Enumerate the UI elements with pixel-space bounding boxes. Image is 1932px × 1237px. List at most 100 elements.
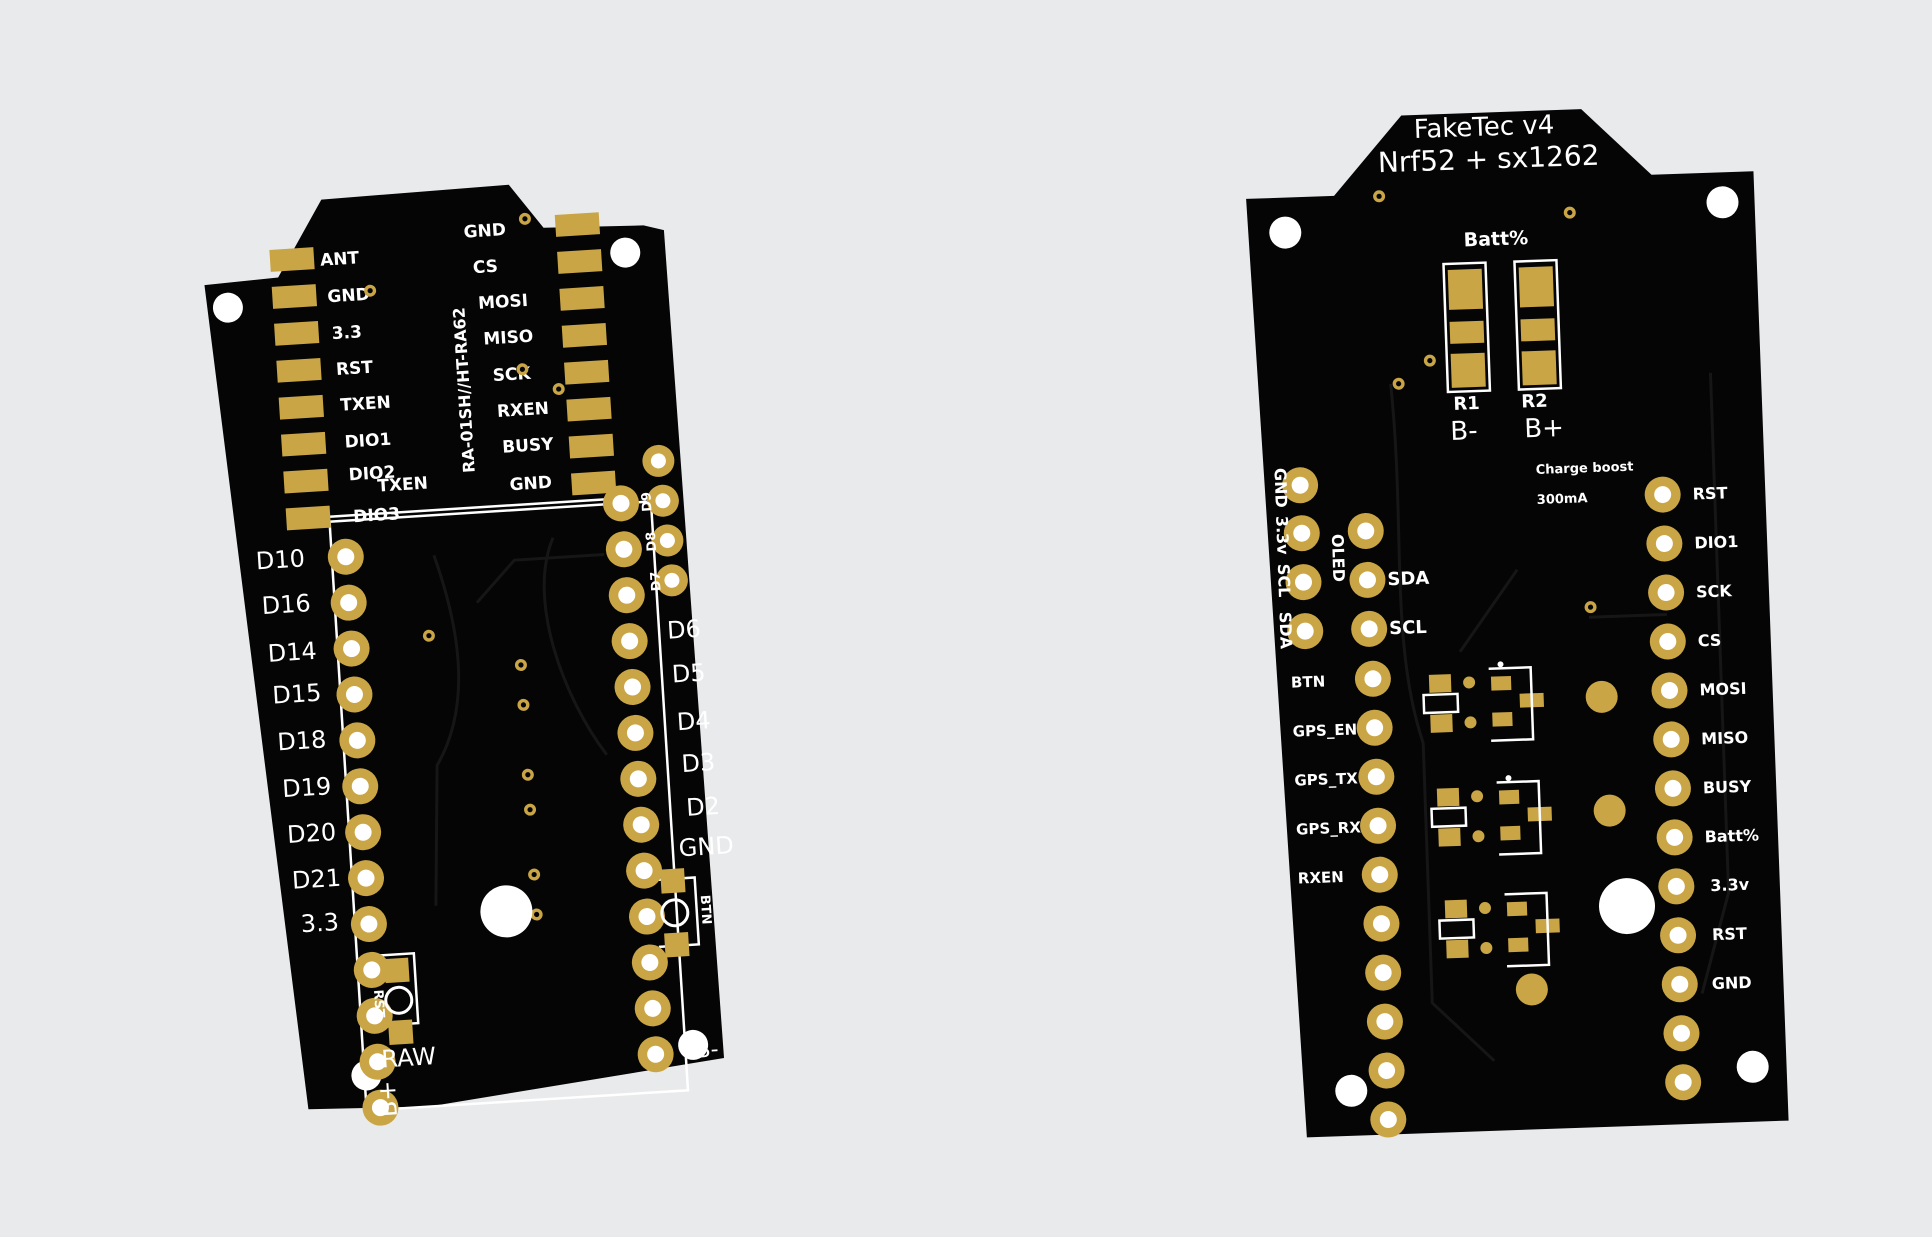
btn-pad-square [660,868,686,894]
pin-label-sck: SCK [1696,581,1733,601]
module-right-smd-pads [554,212,617,496]
r2-pads [1518,266,1557,386]
module-label-cs: CS [472,257,498,279]
r1-pads [1447,268,1486,388]
pin-label-rxen: RXEN [1298,868,1345,888]
right-board-right-labels: RST DIO1 SCK CS MOSI MISO BUSY Batt% 3.3… [1692,483,1759,993]
pin-label-gps-en: GPS_EN [1292,720,1357,740]
module-label-miso: MISO [483,327,534,350]
pin-label-d19: D19 [281,772,332,803]
pin-label-cs: CS [1697,631,1721,651]
left-trace-3 [475,553,605,604]
pin-label-batt: Batt% [1704,825,1759,846]
oled-pin-3v3: 3.3v [1272,516,1292,556]
right-trace-3 [1588,613,1667,619]
left-pcb-board: ANT GND 3.3 RST TXEN DIO1 DIO2 TXEN DIO3… [204,184,735,1127]
oled-pin-sda: SDA [1276,611,1296,649]
pin-label-gps-rx: GPS_RX [1296,818,1362,838]
oled-pin-scl: SCL [1274,564,1294,598]
pin-label-d4: D4 [676,706,711,736]
left-trace-1 [432,554,461,906]
bplus-label: B+ [1524,413,1565,444]
mounting-hole [212,292,243,323]
mounting-hole [1706,186,1739,219]
pin-label-dio1: DIO1 [1694,532,1739,553]
pin-label-d10: D10 [255,544,306,575]
mounting-hole-large [1599,878,1656,935]
scl-label: SCL [1389,617,1427,639]
bminus-label: B- [695,1037,720,1063]
smd-component-group-2 [1430,775,1626,856]
smd-component-group-1 [1422,661,1618,742]
btn-pad-round [660,898,690,928]
module-left-smd-pads [269,247,331,531]
raw-label: RAW [381,1042,437,1073]
btn-label: BTN [697,894,714,925]
module-left-labels: ANT GND 3.3 RST TXEN DIO1 DIO2 TXEN DIO3 [320,248,429,527]
module-label-rxen: RXEN [496,399,549,422]
mounting-hole [1269,216,1302,249]
module-label-mosi: MOSI [478,291,529,314]
sda-label: SDA [1387,568,1430,590]
module-label-txen: TXEN [340,393,392,416]
pin-label-busy: BUSY [1703,777,1752,798]
btn-pad-square-2 [664,932,690,958]
pin-label-3v3: 3.3 [300,908,340,938]
pin-label-rst-2: RST [1712,924,1747,944]
module-label-gnd: GND [327,285,370,308]
bminus-label: B- [1450,416,1478,447]
right-trace-4 [1458,568,1519,653]
pin-label-d5: D5 [671,658,706,688]
right-pin-labels: D9 D8 D7 D6 D5 D4 D3 D2 GND [639,491,734,862]
board-title-line1: FakeTec v4 [1413,110,1555,145]
smd-component-group-3 [1438,891,1560,1006]
mounting-hole [610,237,641,268]
left-pin-labels: D10 D16 D14 D15 D18 D19 D20 D21 3.3 [255,544,342,938]
oled-label: OLED [1328,534,1349,583]
pin-label-d6: D6 [666,615,701,645]
module-label-r-gnd: GND [463,220,506,243]
r1-label: R1 [1453,393,1480,415]
pin-label-d15: D15 [271,679,322,710]
pin-label-d9: D9 [639,491,655,512]
pin-label-rst: RST [1692,483,1727,503]
right-pcb-board: FakeTec v4 Nrf52 + sx1262 Batt% R1 R2 B- [1246,109,1789,1139]
module-label-ant: ANT [320,248,361,270]
pin-label-d2: D2 [685,792,720,822]
pin-label-3v3: 3.3v [1710,875,1750,895]
pin-label-d8: D8 [644,531,660,552]
module-label-r-gnd-2: GND [509,473,552,496]
module-label-txen-2: TXEN [377,473,429,496]
pin-label-d3: D3 [681,748,716,778]
pin-label-d20: D20 [286,818,337,849]
board-title-line2: Nrf52 + sx1262 [1377,139,1600,180]
bplus-label: B+ [373,1080,403,1118]
pin-label-btn: BTN [1291,672,1326,691]
mounting-hole-large [480,885,533,938]
pin-label-d7: D7 [648,571,664,592]
module-label-rst: RST [335,358,374,380]
pin-label-d14: D14 [267,637,318,668]
pin-label-gps-tx: GPS_TX [1294,769,1358,789]
right-trace-1 [1389,383,1496,1062]
mounting-hole [1335,1074,1368,1107]
left-trace-2 [542,537,608,756]
right-trace-2 [1700,372,1731,994]
mounting-hole [1736,1050,1769,1083]
mounting-hole [678,1029,709,1060]
lora-module-outline [321,496,631,519]
r2-outline [1513,258,1563,391]
module-label-dio1: DIO1 [344,430,392,453]
rst-pad-square-2 [388,1019,414,1045]
module-label-3v3: 3.3 [331,322,362,344]
module-label-dio3: DIO3 [353,504,401,527]
rst-pad-square [384,957,410,984]
right-board-outline [1246,109,1789,1138]
rst-pad-round [384,985,414,1015]
module-label-dio2: DIO2 [348,462,396,485]
module-label-busy: BUSY [502,434,555,457]
pin-label-d16: D16 [261,589,312,620]
current-label: 300mA [1537,491,1588,508]
batt-label: Batt% [1463,227,1528,251]
